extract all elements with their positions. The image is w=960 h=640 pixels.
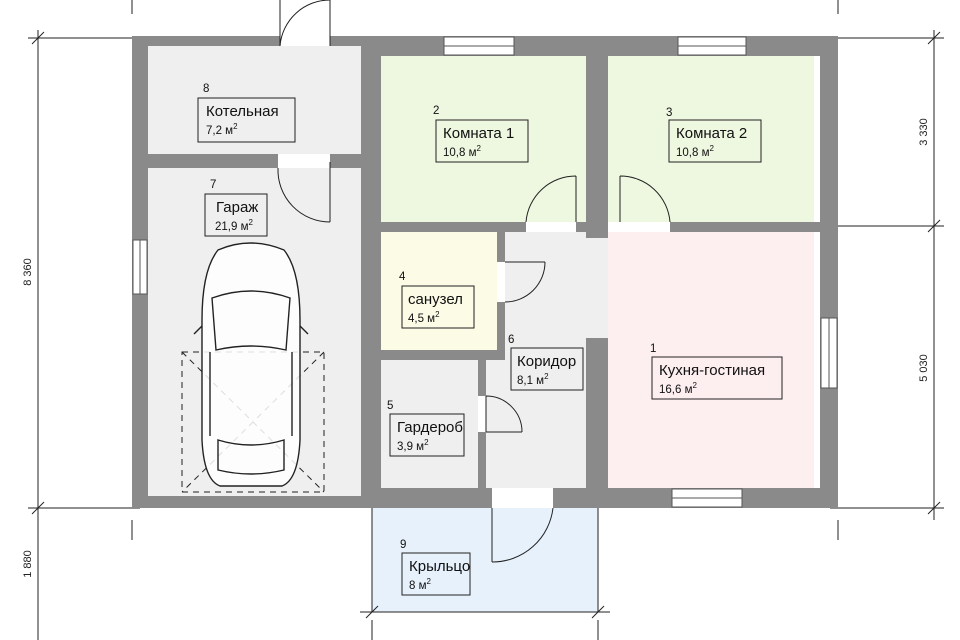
room-area: 21,9 м [215, 221, 249, 233]
room-name: Комната 1 [443, 125, 514, 142]
room-name: Гараж [216, 199, 258, 216]
svg-text:10,8 м2: 10,8 м2 [676, 144, 714, 159]
room-number: 6 [508, 334, 514, 346]
room-number: 2 [433, 105, 439, 117]
svg-text:16,6 м2: 16,6 м2 [659, 381, 697, 396]
corridor-fill-2 [486, 358, 506, 488]
label-porch: 9 Крыльцо 8 м2 [400, 539, 471, 596]
label-boiler: 8 Котельная 7,2 м2 [197, 83, 296, 143]
doors [277, 0, 671, 563]
room-area: 10,8 м [443, 147, 477, 159]
kitchen-fill [608, 232, 814, 488]
area-unit-sup: 2 [435, 310, 440, 319]
room-name: Коридор [517, 353, 576, 370]
room-area: 4,5 м [408, 313, 435, 325]
porch-outline [360, 508, 610, 619]
label-wardrobe: 5 Гардероб 3,9 м2 [387, 400, 465, 457]
room-name: санузел [408, 291, 463, 308]
svg-text:8,1 м2: 8,1 м2 [517, 372, 549, 387]
area-unit-sup: 2 [248, 218, 253, 227]
room-area: 10,8 м [676, 147, 710, 159]
door-entrance [491, 507, 554, 563]
room-name: Котельная [206, 103, 279, 120]
room-area: 8,1 м [517, 375, 544, 387]
label-room1: 2 Комната 1 10,8 м2 [433, 105, 529, 163]
svg-text:21,9 м2: 21,9 м2 [215, 218, 253, 233]
door-boiler-top [279, 0, 330, 47]
room1-fill [381, 56, 586, 222]
room-number: 3 [666, 107, 672, 119]
car-icon [181, 242, 325, 493]
room-name: Комната 2 [676, 125, 747, 142]
dimension-lines [28, 0, 944, 640]
dimension-left-total: 8 360 [22, 258, 34, 286]
door-room2 [619, 175, 671, 223]
label-corridor: 6 Коридор 8,1 м2 [508, 334, 584, 391]
area-unit-sup: 2 [427, 577, 432, 586]
porch-fill [372, 508, 598, 612]
area-unit-sup: 2 [424, 438, 429, 447]
dimension-right-top: 3 330 [918, 118, 930, 146]
room-area: 7,2 м [206, 125, 233, 137]
area-unit-sup: 2 [544, 372, 549, 381]
svg-text:4,5 м2: 4,5 м2 [408, 310, 440, 325]
room-number: 1 [650, 343, 656, 355]
windows [132, 36, 838, 508]
area-unit-sup: 2 [709, 144, 714, 153]
svg-text:8 м2: 8 м2 [409, 577, 432, 592]
room-area: 16,6 м [659, 384, 693, 396]
area-unit-sup: 2 [233, 122, 238, 131]
dimension-left-bottom: 1 880 [22, 550, 34, 578]
room-number: 8 [203, 83, 209, 95]
door-wardrobe [485, 395, 523, 433]
room2-fill [608, 56, 814, 222]
label-kitchen: 1 Кухня-гостиная 16,6 м2 [650, 343, 783, 400]
room-number: 4 [399, 271, 406, 283]
area-unit-sup: 2 [692, 381, 697, 390]
wardrobe-fill [381, 360, 478, 488]
door-bathroom [504, 261, 546, 303]
label-room2: 3 Комната 2 10,8 м2 [666, 107, 762, 163]
door-room1 [525, 175, 577, 223]
room-number: 5 [387, 400, 393, 412]
bathroom-fill [381, 232, 497, 350]
room-name: Гардероб [397, 419, 463, 436]
svg-text:7,2 м2: 7,2 м2 [206, 122, 238, 137]
room-number: 7 [210, 179, 216, 191]
label-bathroom: 4 санузел 4,5 м2 [399, 271, 475, 329]
room-name: Кухня-гостиная [659, 362, 765, 379]
svg-text:10,8 м2: 10,8 м2 [443, 144, 481, 159]
area-unit-sup: 2 [476, 144, 481, 153]
dimension-right-bottom: 5 030 [918, 354, 930, 382]
room-area: 3,9 м [397, 441, 424, 453]
room-area: 8 м [409, 580, 427, 592]
door-garage [277, 162, 331, 223]
svg-text:3,9 м2: 3,9 м2 [397, 438, 429, 453]
boiler-room-fill [148, 46, 361, 154]
room-name: Крыльцо [409, 558, 470, 575]
label-garage: 7 Гараж 21,9 м2 [204, 179, 268, 237]
room-number: 9 [400, 539, 406, 551]
